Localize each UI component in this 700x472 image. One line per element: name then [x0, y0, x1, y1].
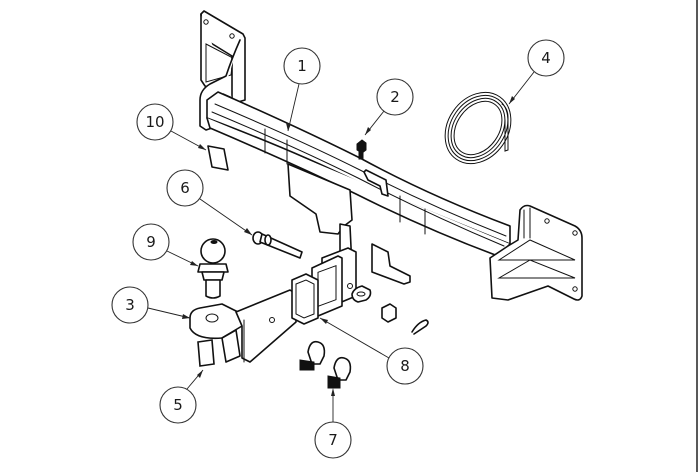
callout-7: 7 — [314, 388, 352, 459]
part-bolt — [356, 139, 367, 160]
callout-label-3: 3 — [125, 296, 135, 314]
part-ball-mount — [189, 289, 297, 363]
callout-1: 1 — [283, 47, 321, 132]
part-cable-coil — [444, 91, 512, 165]
callout-2: 2 — [364, 78, 414, 136]
callout-label-7: 7 — [328, 431, 338, 449]
callout-label-1: 1 — [297, 57, 307, 75]
part-tongue-label — [197, 339, 215, 367]
callout-5: 5 — [159, 369, 204, 424]
callout-4: 4 — [508, 39, 565, 105]
part-receiver-collar — [291, 273, 319, 325]
callout-label-10: 10 — [145, 113, 164, 131]
part-crossbar — [199, 10, 583, 317]
callout-3: 3 — [111, 286, 191, 324]
callout-label-9: 9 — [146, 233, 156, 251]
part-shackles — [299, 340, 352, 389]
callout-6: 6 — [166, 169, 253, 236]
part-tow-ball — [197, 238, 229, 299]
part-hitch-pin — [252, 231, 303, 259]
callout-label-6: 6 — [180, 179, 190, 197]
part-label-plate — [207, 145, 229, 171]
callout-label-8: 8 — [400, 357, 410, 375]
callout-8: 8 — [319, 317, 424, 385]
callout-label-5: 5 — [173, 396, 183, 414]
callout-10: 10 — [136, 103, 207, 151]
part-r-clip — [411, 319, 429, 335]
callout-label-2: 2 — [390, 88, 400, 106]
callout-label-4: 4 — [541, 49, 551, 67]
callout-9: 9 — [132, 223, 199, 267]
part-nut — [381, 303, 397, 323]
